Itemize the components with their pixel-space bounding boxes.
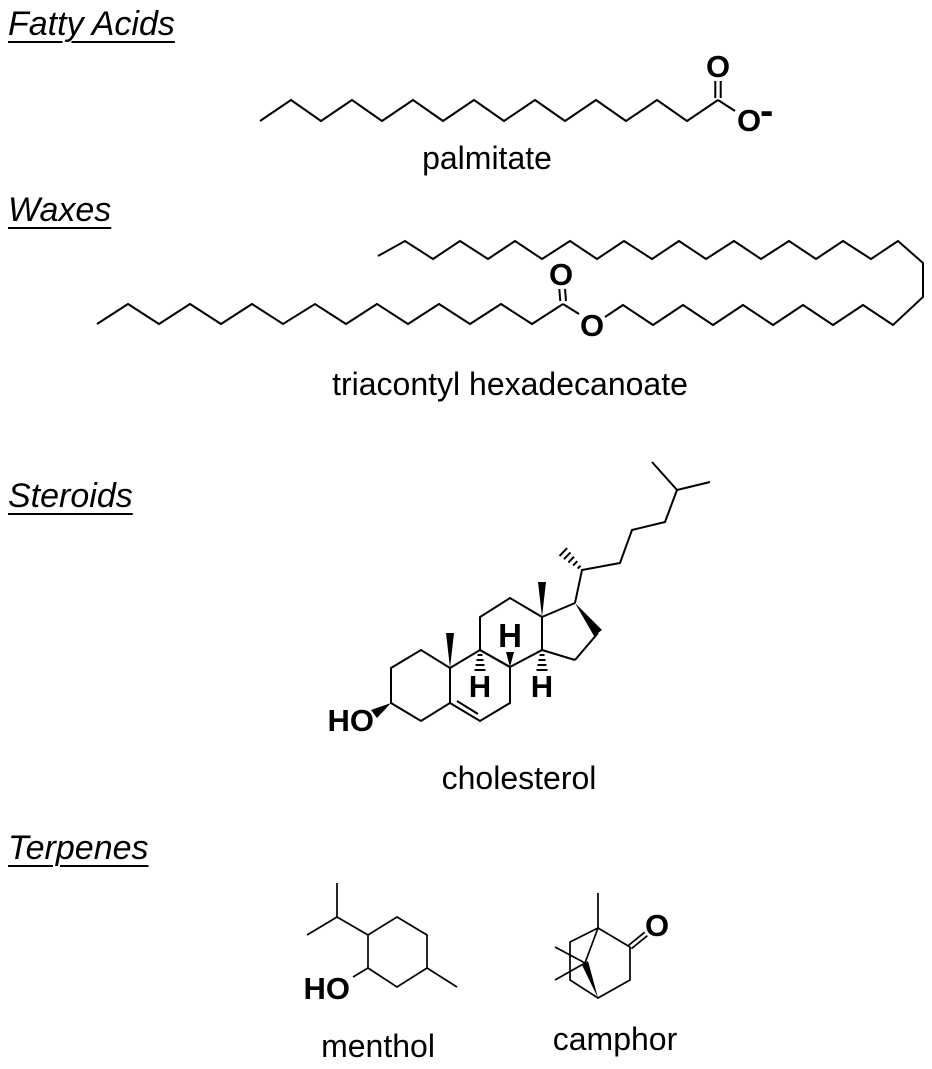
- ketone-double-bond-line: [630, 935, 648, 950]
- c3-oxygen-wedge-bond: [371, 703, 391, 718]
- ketone-group: O: [628, 908, 669, 950]
- ketone-double-bond-line: [628, 931, 646, 946]
- ester-group: O O: [549, 257, 604, 343]
- c8-hydrogen-label: H: [498, 617, 522, 654]
- c-o-bond: [352, 967, 369, 978]
- c-o-single-bond: [717, 99, 736, 112]
- hexadecanoate-acyl-chain: [96, 302, 564, 326]
- gem-dimethyl-bond: [554, 946, 586, 964]
- triacontyl-chain: [377, 239, 924, 327]
- c10-methyl-wedge: [446, 633, 454, 668]
- skeletal-chain-bonds: [96, 302, 564, 326]
- carbonyl-oxygen-label: O: [706, 49, 730, 84]
- skeletal-chain-bonds: [377, 239, 924, 327]
- isopropyl-group: [306, 883, 369, 936]
- section-title-waxes: Waxes: [8, 191, 112, 229]
- carbonyl-double-bond-line: [564, 288, 567, 302]
- skeletal-chain-bonds: [259, 98, 719, 123]
- ester-oxygen-label: O: [580, 308, 604, 343]
- carbonyl-oxygen-label: O: [549, 257, 573, 292]
- c9-hydrogen-hashed-bond: [474, 654, 486, 671]
- c21-methyl-hashed-bond: [558, 547, 582, 570]
- c13-methyl-wedge: [538, 582, 546, 617]
- iso-octyl-side-chain: [558, 461, 711, 604]
- molecule-name-palmitate: palmitate: [422, 140, 552, 176]
- hydroxyl-group: HO: [304, 967, 369, 1006]
- c4-bridge-wedge-bond: [582, 961, 598, 998]
- c14-hydrogen-label: H: [531, 669, 553, 704]
- bornane-skeleton: [554, 893, 631, 999]
- angular-methyl-wedges: [446, 582, 546, 668]
- c8-hydrogen-wedge-bond: [506, 652, 514, 667]
- palmitate-carbon-chain: [259, 98, 719, 123]
- hydroxyl-label: HO: [328, 703, 375, 738]
- c14-hydrogen-hashed-bond: [536, 654, 548, 671]
- negative-charge-label: -: [760, 89, 773, 133]
- gem-dimethyl-bond: [554, 962, 586, 981]
- c1-bridge-bond: [584, 927, 599, 964]
- carboxylate-oxygen-label: O: [737, 103, 761, 138]
- ketone-oxygen-label: O: [645, 908, 669, 943]
- c17-c16-wedge-bond: [575, 603, 602, 636]
- ring-b-bonds: [449, 648, 511, 723]
- c5-methyl-bond: [426, 967, 458, 988]
- c25-c27-bond: [676, 481, 711, 491]
- section-title-steroids: Steroids: [8, 477, 133, 515]
- molecule-name-cholesterol: cholesterol: [441, 760, 597, 796]
- molecule-name-camphor: camphor: [552, 1021, 678, 1057]
- c-o-single-bond: [562, 303, 580, 315]
- hydroxyl-label: HO: [304, 971, 351, 1006]
- hydroxyl-group: HO: [328, 703, 391, 738]
- c9-hydrogen-label: H: [469, 669, 491, 704]
- c5-c6-double-bond-inner-line: [456, 700, 479, 715]
- palmitate-carboxylate-group: O O -: [706, 49, 773, 138]
- ring-d-bond: [574, 632, 599, 661]
- ring-d-bond: [541, 649, 576, 661]
- ring-junction-hydrogens: H H H: [469, 617, 553, 704]
- carbonyl-double-bond-line: [558, 288, 562, 302]
- molecule-name-menthol: menthol: [321, 1028, 435, 1064]
- molecule-name-wax: triacontyl hexadecanoate: [332, 366, 688, 402]
- section-title-terpenes: Terpenes: [8, 829, 149, 867]
- ring-d-bond: [541, 602, 576, 618]
- ring-bonds: [569, 927, 631, 999]
- section-title-fatty-acids: Fatty Acids: [8, 5, 175, 43]
